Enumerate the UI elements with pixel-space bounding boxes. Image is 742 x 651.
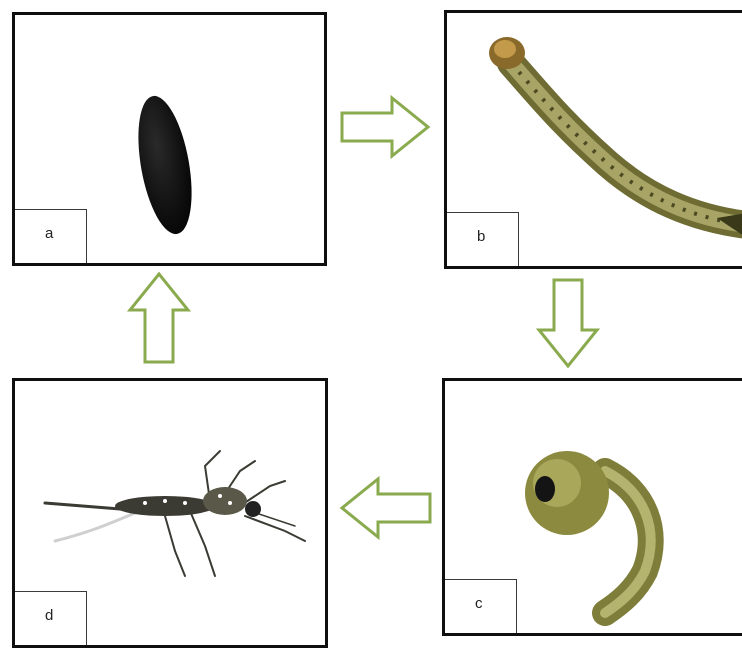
stage-label-box: b [447, 212, 519, 266]
stage-label: a [45, 225, 53, 242]
stage-label-box: c [445, 579, 517, 633]
stage-label: d [45, 607, 53, 624]
arrow-left-icon [338, 476, 432, 540]
stage-label-box: a [15, 209, 87, 263]
stage-panel-b: b [444, 10, 742, 269]
arrow-down-icon [536, 278, 600, 370]
arrow-up-icon [127, 270, 191, 366]
stage-panel-c: c [442, 378, 742, 636]
stage-panel-a: a [12, 12, 327, 266]
stage-label-box: d [15, 591, 87, 645]
stage-label: c [475, 595, 483, 612]
arrow-right-icon [340, 95, 432, 159]
stage-panel-d: d [12, 378, 328, 648]
stage-label: b [477, 228, 485, 245]
